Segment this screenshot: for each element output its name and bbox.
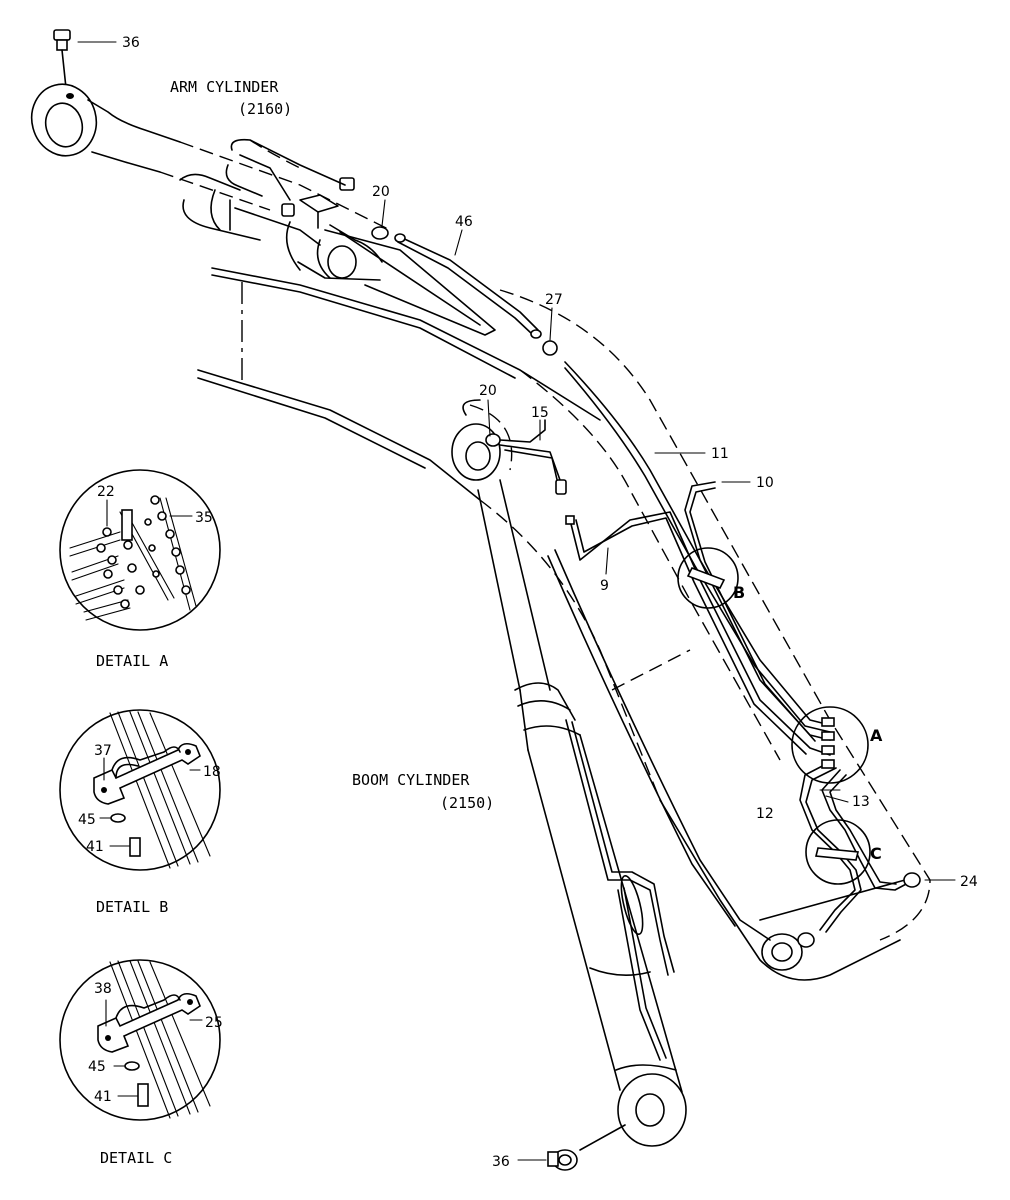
detail-a-marker-circle xyxy=(791,706,869,784)
detail-a-title: DETAIL A xyxy=(96,652,168,670)
callout-20-mid: 20 xyxy=(479,383,497,399)
boom-cylinder-drawing xyxy=(451,399,687,1171)
callout-11: 11 xyxy=(711,446,729,462)
callout-20-top: 20 xyxy=(372,184,390,200)
grease-fitting-36-top xyxy=(53,29,117,89)
callout-41-b: 41 xyxy=(86,839,104,855)
callout-25: 25 xyxy=(205,1015,223,1031)
detail-b-marker-circle xyxy=(677,547,739,609)
arm-cylinder-drawing xyxy=(30,29,496,336)
detail-c-marker-circle xyxy=(805,819,871,885)
callout-12: 12 xyxy=(756,806,774,822)
callout-41-c: 41 xyxy=(94,1089,112,1105)
detail-b xyxy=(59,709,221,871)
callout-15: 15 xyxy=(531,405,549,421)
detail-c xyxy=(59,959,221,1121)
arm-cylinder-label: ARM CYLINDER xyxy=(170,78,279,96)
callout-22: 22 xyxy=(97,484,115,500)
detail-b-title: DETAIL B xyxy=(96,898,168,916)
callout-13: 13 xyxy=(852,794,870,810)
hydraulic-pipes xyxy=(371,226,921,933)
boom-cylinder-rod-eye xyxy=(617,1073,687,1147)
boom-cylinder-code: (2150) xyxy=(440,794,494,812)
plug-24 xyxy=(903,872,921,888)
callout-38: 38 xyxy=(94,981,112,997)
callout-45-c: 45 xyxy=(88,1059,106,1075)
callout-36-bottom: 36 xyxy=(492,1154,510,1170)
arm-cylinder-code: (2160) xyxy=(238,100,292,118)
callout-27: 27 xyxy=(545,292,563,308)
callout-leaders xyxy=(381,199,956,881)
boom-cylinder-label: BOOM CYLINDER xyxy=(352,771,470,789)
detail-a-marker-letter: A xyxy=(870,726,883,745)
detail-c-marker-letter: C xyxy=(870,844,882,863)
callout-46: 46 xyxy=(455,214,473,230)
callout-36-top: 36 xyxy=(122,35,140,51)
boom-foot-pin-boss xyxy=(761,933,803,971)
callout-9: 9 xyxy=(600,578,609,594)
callout-10: 10 xyxy=(756,475,774,491)
callout-37: 37 xyxy=(94,743,112,759)
detail-a xyxy=(59,469,221,631)
detail-c-title: DETAIL C xyxy=(100,1149,172,1167)
callout-35: 35 xyxy=(195,510,213,526)
boom-structure xyxy=(197,267,931,981)
callout-45-b: 45 xyxy=(78,812,96,828)
grease-fitting-36-bottom xyxy=(517,1149,578,1171)
callout-18: 18 xyxy=(203,764,221,780)
callout-24: 24 xyxy=(960,874,978,890)
detail-b-marker-letter: B xyxy=(733,583,745,602)
boom-cylinder-head-eye xyxy=(451,423,501,481)
arm-rod-eye xyxy=(30,83,98,157)
